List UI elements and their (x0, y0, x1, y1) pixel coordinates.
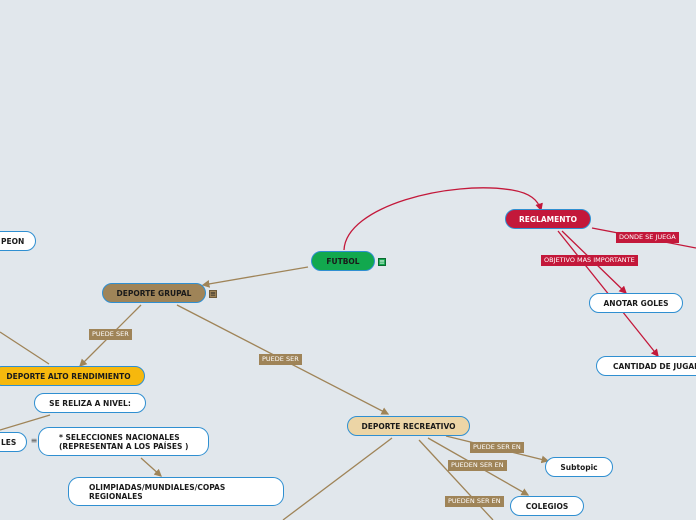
edge-futbol-reglamento (343, 187, 543, 251)
node-reglamento-label: REGLAMENTO (519, 214, 577, 224)
node-deporte-grupal-label: DEPORTE GRUPAL (116, 288, 192, 298)
node-colegios-label: COLEGIOS (525, 501, 569, 511)
node-subtopic[interactable]: Subtopic (545, 457, 613, 477)
notes-icon-futbol[interactable]: ≡ (378, 258, 386, 266)
node-olimpiadas[interactable]: OLIMPIADAS/MUNDIALES/COPAS REGIONALES (68, 477, 284, 506)
notes-icon-les[interactable]: ≡ (30, 436, 38, 445)
edge-recreativo-bottom-left (282, 437, 393, 520)
node-anotar-goles-label: ANOTAR GOLES (603, 298, 669, 308)
node-campeon-label: PEON (1, 236, 25, 246)
node-selecciones-line1: * SELECCIONES NACIONALES (59, 432, 180, 442)
node-campeon[interactable]: PEON (0, 231, 36, 251)
edge-label-puede-ser-en: PUEDE SER EN (470, 442, 524, 453)
node-colegios[interactable]: COLEGIOS (510, 496, 584, 516)
edge-label-pueden-ser-en-1: PUEDEN SER EN (448, 460, 507, 471)
edge-label-puede-ser-1: PUEDE SER (89, 329, 132, 340)
node-olimpiadas-line1: OLIMPIADAS/MUNDIALES/COPAS (89, 482, 226, 492)
edge-left-nivel (0, 414, 51, 431)
edge-left-alto (0, 331, 50, 365)
node-anotar-goles[interactable]: ANOTAR GOLES (589, 293, 683, 313)
node-les-label: LES (1, 437, 17, 447)
node-deporte-grupal[interactable]: DEPORTE GRUPAL (102, 283, 206, 303)
edge-futbol-grupal (201, 266, 309, 288)
node-deporte-recreativo-label: DEPORTE RECREATIVO (361, 421, 456, 431)
node-cantidad-jugadores[interactable]: CANTIDAD DE JUGAD (596, 356, 696, 376)
node-deporte-alto-rendimiento-label: DEPORTE ALTO RENDIMIENTO (6, 371, 131, 381)
node-deporte-recreativo[interactable]: DEPORTE RECREATIVO (347, 416, 470, 436)
edge-label-puede-ser-2: PUEDE SER (259, 354, 302, 365)
edge-label-donde-se-juega: DONDE SE JUEGA (616, 232, 679, 243)
node-deporte-alto-rendimiento[interactable]: DEPORTE ALTO RENDIMIENTO (0, 366, 145, 386)
edge-label-objetivo-mas-importante: OBJETIVO MAS IMPORTANTE (541, 255, 638, 266)
node-selecciones-nacionales[interactable]: * SELECCIONES NACIONALES (REPRESENTAN A … (38, 427, 209, 456)
node-futbol-label: FUTBOL (326, 256, 360, 266)
node-se-realiza-nivel-label: SE RELIZA A NIVEL: (49, 398, 131, 408)
notes-icon-grupal[interactable]: ≡ (209, 290, 217, 298)
node-selecciones-nacionales-label: * SELECCIONES NACIONALES (REPRESENTAN A … (59, 433, 188, 451)
node-olimpiadas-line2: REGIONALES (89, 491, 143, 501)
node-olimpiadas-label: OLIMPIADAS/MUNDIALES/COPAS REGIONALES (89, 483, 225, 501)
node-selecciones-line2: (REPRESENTAN A LOS PAÍSES ) (59, 441, 189, 451)
edge-label-pueden-ser-en-2: PUEDEN SER EN (445, 496, 504, 507)
node-subtopic-label: Subtopic (560, 462, 598, 472)
node-se-realiza-nivel[interactable]: SE RELIZA A NIVEL: (34, 393, 146, 413)
node-reglamento[interactable]: REGLAMENTO (505, 209, 591, 229)
edge-selecciones-olimpiadas (140, 457, 162, 477)
node-les[interactable]: LES (0, 432, 27, 452)
node-futbol[interactable]: FUTBOL (311, 251, 375, 271)
node-cantidad-jugadores-label: CANTIDAD DE JUGAD (613, 361, 696, 371)
